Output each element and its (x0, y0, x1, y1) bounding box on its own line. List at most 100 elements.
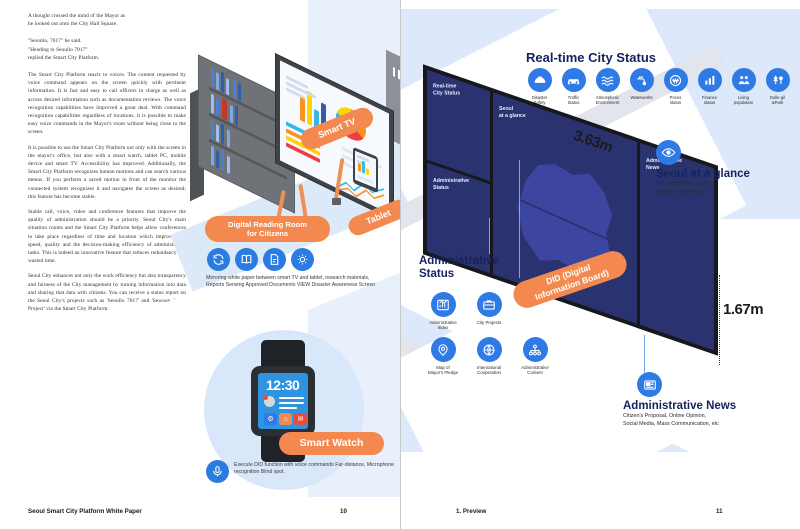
label-line: Administrative (433, 177, 470, 184)
did-display-wall: Real-time City Status Administrative Sta… (423, 64, 764, 380)
label-line: Status (433, 183, 449, 190)
caption-line: Execute DID function with voice commands (234, 462, 334, 468)
status-item-atmospheric-environment[interactable]: Atmospheric Environment (591, 68, 624, 106)
annotation-title: Administrative News (623, 400, 737, 412)
microphone-icon (206, 460, 229, 483)
admin-item-map-of-mayors-pledge[interactable]: Map of Mayor's Pledge (423, 337, 463, 376)
alarm-light-icon (291, 248, 314, 271)
caption-line: Mirroring white paper between smart TV a… (206, 275, 309, 281)
map-pin-icon (430, 337, 456, 363)
watch-caption-icon-row (206, 460, 229, 483)
desc-line: Citizen's Proposal, Online Opinion, (623, 413, 707, 419)
bg-shape-footer-white (401, 452, 800, 529)
eye-icon (656, 140, 681, 165)
annotation-administrative-status: Administrative Status (419, 255, 499, 281)
watch-caption: Execute DID function with voice commands… (234, 462, 399, 477)
status-item-finance-status[interactable]: Finance status (693, 68, 726, 106)
panel-real-time-city-status[interactable]: Real-time City Status (427, 69, 491, 181)
label-line: Safety (533, 100, 546, 106)
left-footer-title: Seoul Smart City Platform White Paper (28, 508, 142, 515)
body-text-column: A thought crossed the mind of the Mayor … (28, 12, 186, 321)
text-line: "Seoullo, 7017" he said. (28, 38, 82, 45)
label-line: City Status (433, 89, 461, 96)
dimension-guide-line (719, 275, 720, 365)
watch-screen: 12:30 ⚙ ⌂ ✉ (258, 373, 308, 429)
status-item-living-population[interactable]: Living population (727, 68, 760, 106)
helmet-icon (527, 68, 552, 92)
status-label: Waterworks (631, 95, 653, 101)
dimension-height-label: 1.67m (723, 301, 764, 318)
panel-label: Seoul at a glance (499, 106, 526, 119)
paragraph-devices: It is possible to use the Smart City Pla… (28, 144, 186, 200)
label-line: Traffic (567, 94, 580, 100)
left-footer-page-number: 10 (340, 508, 347, 515)
park-tree-icon (765, 68, 790, 92)
text-line: "Heading to Seoullo 7017" (28, 46, 88, 53)
status-item-dulle-gil-park[interactable]: Dulle-gil &Park (761, 68, 794, 106)
label-line: Index (437, 325, 449, 331)
administrative-status-icon-grid: Administrative Index City Projects (423, 292, 558, 382)
real-time-status-icon-row: Disaster Safety Traffic Status (523, 68, 794, 106)
globe-icon (476, 337, 502, 363)
status-item-waterworks[interactable]: Waterworks (625, 68, 658, 106)
panel-label: Administrative Status (433, 177, 469, 190)
desc-line: The information on the (656, 181, 710, 187)
waves-icon (595, 68, 620, 92)
label-line: status (703, 100, 716, 106)
people-icon (731, 68, 756, 92)
label-line: at a glance (499, 112, 526, 119)
network-icon (522, 337, 548, 363)
label-line: City Projects (476, 319, 502, 325)
annotation-desc: The information on the Mayor's Preferenc… (656, 181, 750, 196)
status-item-traffic-status[interactable]: Traffic Status (557, 68, 590, 106)
label-line: Cooperation (477, 370, 501, 376)
reading-room-caption: Mirroring white paper between smart TV a… (206, 275, 378, 290)
label-line: Prices (669, 94, 682, 100)
faucet-icon (629, 68, 654, 92)
admin-item-international-cooperation[interactable]: International Cooperation (469, 337, 509, 376)
label-line: Content (527, 370, 543, 376)
admin-status-title-line2: Status (419, 268, 455, 280)
right-footer-title: 1. Preview (456, 508, 487, 515)
leader-line-news (644, 335, 645, 373)
status-label: Dulle-gil &Park (770, 95, 785, 106)
analytics-chart-icon (430, 292, 456, 317)
tablet-screen (355, 150, 376, 189)
admin-label: Administrative Index (429, 320, 457, 332)
watch-avatar (264, 396, 275, 407)
label-line: Finance (702, 94, 717, 100)
label-line: Waterworks (630, 94, 653, 100)
admin-item-administrative-content[interactable]: Administrative Content (515, 337, 555, 376)
admin-item-city-projects[interactable]: City Projects (469, 292, 509, 331)
label-line: Mayor's Pledge (427, 370, 459, 376)
annotation-desc: Citizen's Proposal, Online Opinion, Soci… (623, 413, 736, 428)
watch-app-settings[interactable]: ⚙ (264, 413, 277, 425)
status-label: Finance status (702, 95, 717, 106)
leader-line-admin-status (489, 218, 490, 254)
document-approve-icon (263, 248, 286, 271)
status-label: Living population (734, 95, 753, 106)
label-line: Map of (436, 364, 450, 370)
paragraph-intro: A thought crossed the mind of the Mayor … (28, 12, 186, 28)
section-title-real-time-city-status: Real-time City Status (526, 50, 657, 65)
text-line: he looked out onto the City Hall Square. (28, 21, 118, 28)
watch-app-home[interactable]: ⌂ (279, 413, 292, 425)
status-item-disaster-safety[interactable]: Disaster Safety (523, 68, 556, 106)
watch-app-message[interactable]: ✉ (294, 413, 307, 425)
sync-icon (207, 248, 230, 271)
caption-line: Far-distance, Microphone recognition Bli… (234, 462, 395, 476)
left-illustration: Smart TV Tablet Digital Reading Room for… (160, 0, 400, 497)
annotation-administrative-news: Administrative News Citizen's Proposal, … (623, 372, 736, 428)
label-line: Disaster (531, 94, 548, 100)
label-line: Administrative (429, 319, 457, 325)
annotation-seoul-at-a-glance: Seoul at a glance The information on the… (656, 140, 750, 196)
label-line: &Park (771, 100, 784, 106)
desc-line: Social Media, Mass Communication, etc (623, 420, 719, 427)
admin-item-administrative-index[interactable]: Administrative Index (423, 292, 463, 331)
status-label: Disaster Safety (532, 95, 547, 106)
desc-line: Mayor's Preference (656, 188, 703, 195)
status-item-prices-status[interactable]: Prices status (659, 68, 692, 106)
label-line: Seoul (499, 106, 514, 113)
admin-label: Map of Mayor's Pledge (428, 365, 458, 377)
admin-icon-row: Administrative Index City Projects (423, 292, 558, 331)
